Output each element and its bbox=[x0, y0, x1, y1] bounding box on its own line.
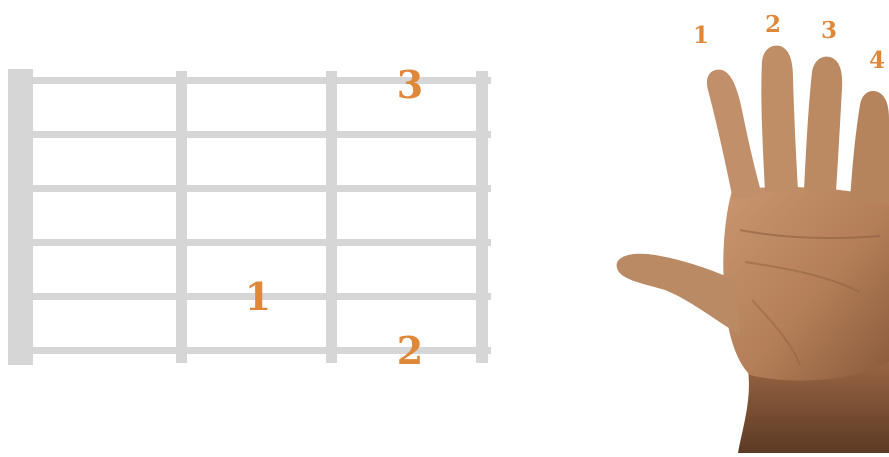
fretboard-frets bbox=[176, 71, 488, 363]
hand-finger-label: 3 bbox=[821, 17, 837, 44]
hand-palm bbox=[723, 187, 889, 381]
finger-marker: 3 bbox=[397, 62, 423, 107]
fretboard: 3 1 2 bbox=[8, 62, 491, 373]
hand-thumb bbox=[617, 254, 740, 335]
hand-image bbox=[617, 46, 889, 453]
string-4 bbox=[8, 239, 491, 246]
fretboard-nut bbox=[8, 69, 33, 365]
hand-finger-little bbox=[850, 91, 889, 205]
hand-finger-middle bbox=[761, 46, 798, 192]
hand-finger-index bbox=[707, 70, 762, 200]
finger-marker: 1 bbox=[245, 274, 271, 319]
hand-finger-label: 4 bbox=[869, 47, 885, 74]
hand-finger-label: 2 bbox=[765, 11, 781, 38]
string-2 bbox=[8, 131, 491, 138]
finger-marker: 2 bbox=[397, 328, 423, 373]
fret-2 bbox=[326, 71, 337, 363]
string-3 bbox=[8, 185, 491, 192]
hand-finger-ring bbox=[804, 57, 842, 192]
hand-finger-label: 1 bbox=[693, 22, 709, 49]
fret-3 bbox=[476, 71, 488, 363]
fret-1 bbox=[176, 71, 187, 363]
